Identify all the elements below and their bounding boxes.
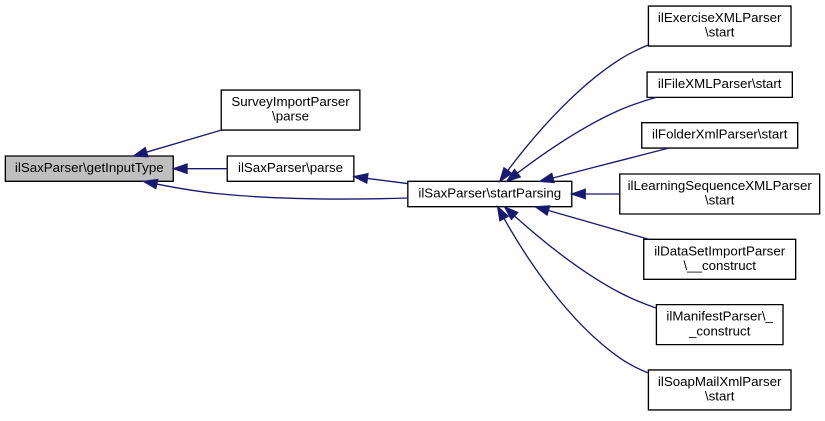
- svg-text:ilSaxParser\startParsing: ilSaxParser\startParsing: [418, 185, 561, 200]
- svg-text:\start: \start: [705, 25, 735, 40]
- svg-text:ilFileXMLParser\start: ilFileXMLParser\start: [658, 76, 782, 91]
- svg-text:\__construct: \__construct: [683, 258, 756, 273]
- svg-text:ilDataSetImportParser: ilDataSetImportParser: [654, 243, 786, 258]
- svg-text:\start: \start: [705, 193, 735, 208]
- svg-text:\start: \start: [705, 389, 735, 404]
- svg-text:SurveyImportParser: SurveyImportParser: [231, 94, 350, 109]
- svg-text:ilManifestParser\_: ilManifestParser\_: [666, 309, 773, 324]
- svg-text:ilSoapMailXmlParser: ilSoapMailXmlParser: [658, 374, 782, 389]
- svg-text:\parse: \parse: [272, 109, 309, 124]
- svg-text:ilSaxParser\getInputType: ilSaxParser\getInputType: [15, 160, 164, 175]
- svg-text:ilSaxParser\parse: ilSaxParser\parse: [238, 160, 343, 175]
- svg-text:ilExerciseXMLParser: ilExerciseXMLParser: [658, 10, 782, 25]
- svg-text:ilFolderXmlParser\start: ilFolderXmlParser\start: [652, 127, 788, 142]
- svg-text:ilLearningSequenceXMLParser: ilLearningSequenceXMLParser: [628, 178, 813, 193]
- svg-text:_construct: _construct: [688, 323, 751, 338]
